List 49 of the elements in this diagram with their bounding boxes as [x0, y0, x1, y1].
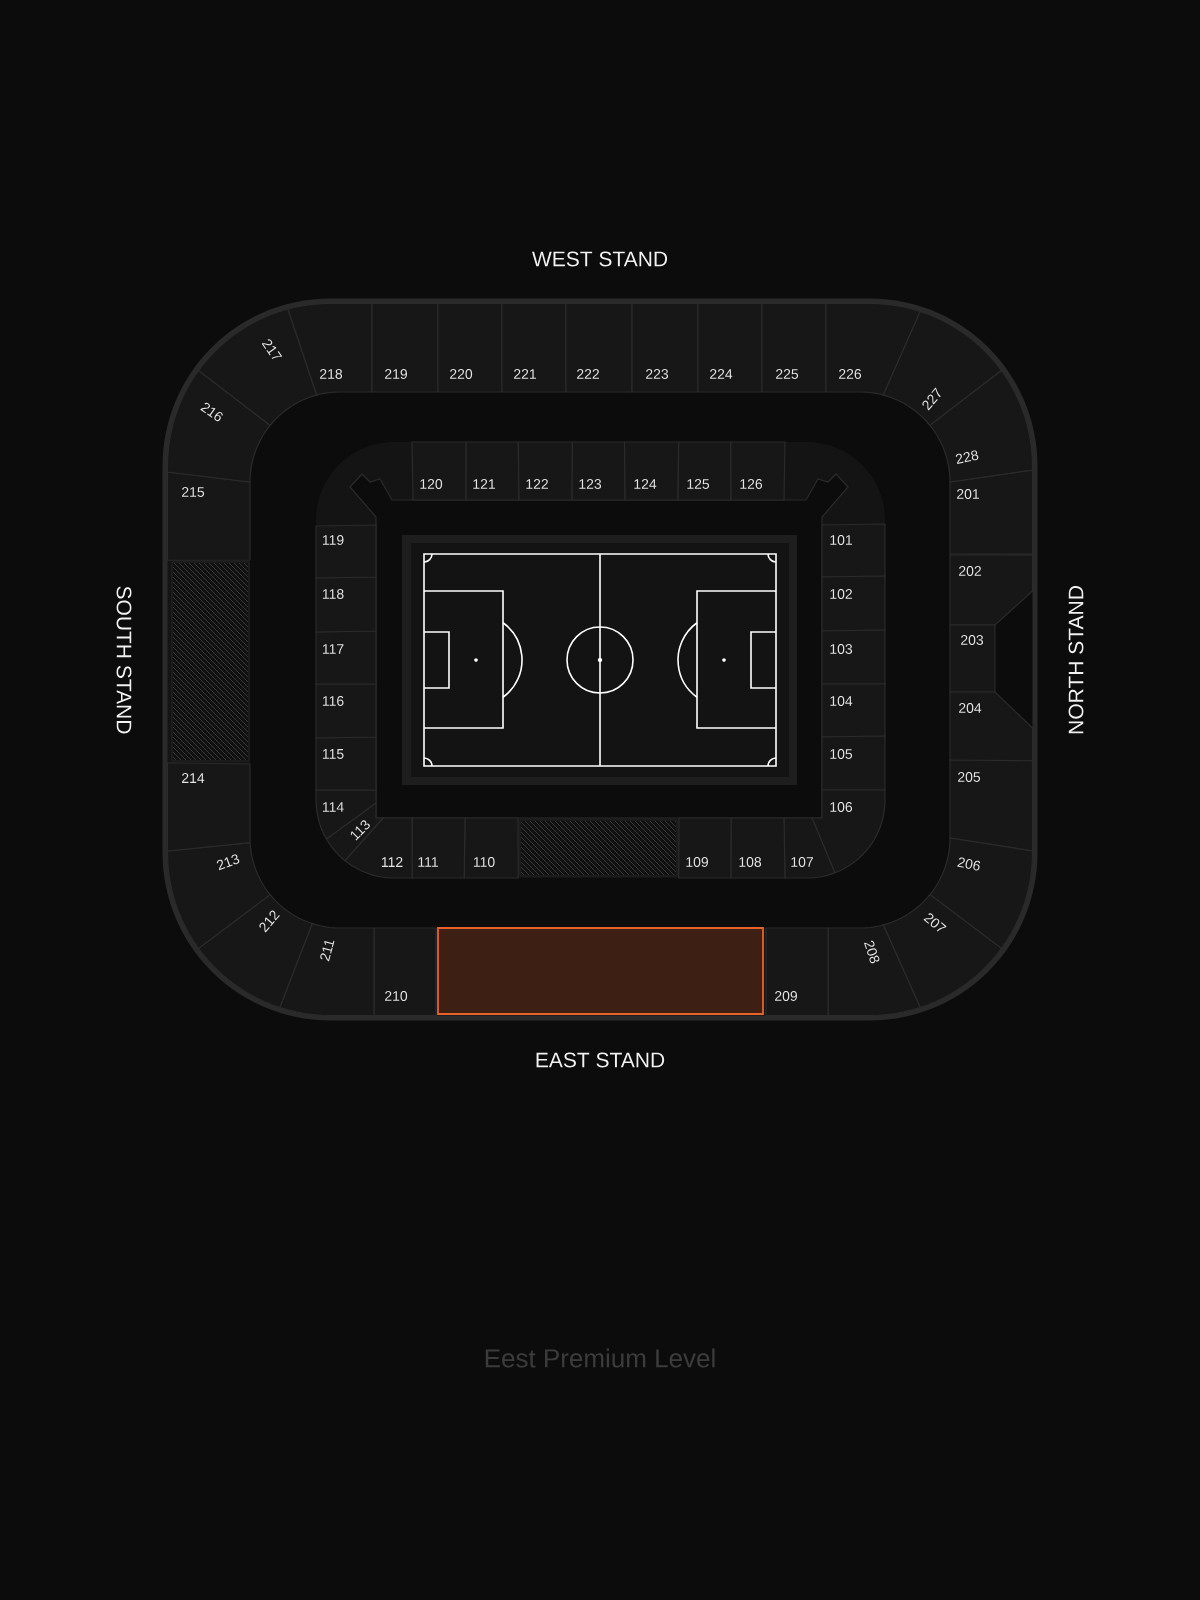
highlighted-area — [437, 927, 764, 1015]
seating-section: 212 — [197, 893, 313, 1009]
seating-section: 122 — [517, 441, 574, 501]
seating-section: 226 — [825, 302, 922, 396]
seating-section: 116 — [315, 683, 377, 739]
hatched-area — [519, 819, 678, 877]
seating-section: 215 — [166, 471, 251, 561]
seating-section: 119 — [315, 524, 377, 579]
seating-section: 109 — [678, 817, 732, 879]
seating-section: 209 — [765, 927, 829, 1017]
seating-section: 117 — [315, 630, 377, 685]
seating-section: 125 — [677, 441, 732, 501]
seating-section: 202 — [949, 554, 1034, 626]
seating-section: 107 — [783, 817, 836, 879]
stand-label: NORTH STAND — [1068, 586, 1084, 734]
seating-section: 218 — [287, 302, 373, 396]
seating-section: 118 — [315, 576, 377, 633]
seating-section: 225 — [761, 302, 827, 393]
seating-section: 105 — [821, 735, 886, 791]
hatched-area — [171, 561, 250, 762]
seating-section: 211 — [279, 922, 375, 1017]
seating-section: 222 — [565, 302, 633, 393]
seating-section: 223 — [631, 302, 699, 393]
seating-section: 121 — [465, 441, 520, 501]
seating-section: 203 — [949, 624, 996, 693]
seating-section: 103 — [821, 629, 886, 685]
seating-section: 120 — [411, 441, 467, 501]
stand-label: EAST STAND — [536, 1052, 665, 1068]
stand-label: WEST STAND — [532, 251, 668, 267]
seating-section: 115 — [315, 736, 377, 791]
seating-section: 224 — [697, 302, 763, 393]
seating-section: 108 — [730, 817, 786, 879]
seating-section: 101 — [821, 523, 886, 578]
seating-section: 216 — [166, 369, 271, 483]
seating-section: 210 — [373, 927, 437, 1017]
seating-section: 201 — [949, 469, 1034, 555]
seating-section: 123 — [571, 441, 626, 501]
seating-section: 111 — [411, 817, 466, 879]
seating-section: 102 — [821, 575, 886, 632]
seating-section: 126 — [730, 441, 786, 501]
seating-section: 124 — [623, 441, 680, 501]
seating-section: 214 — [166, 762, 251, 852]
seating-section: 110 — [463, 817, 519, 879]
seating-section: 205 — [949, 759, 1034, 852]
seating-section: 104 — [821, 683, 886, 738]
seating-section: 221 — [501, 302, 567, 393]
seating-section: 219 — [371, 302, 439, 393]
stand-label: SOUTH STAND — [116, 586, 132, 734]
seating-section: 220 — [437, 302, 503, 393]
